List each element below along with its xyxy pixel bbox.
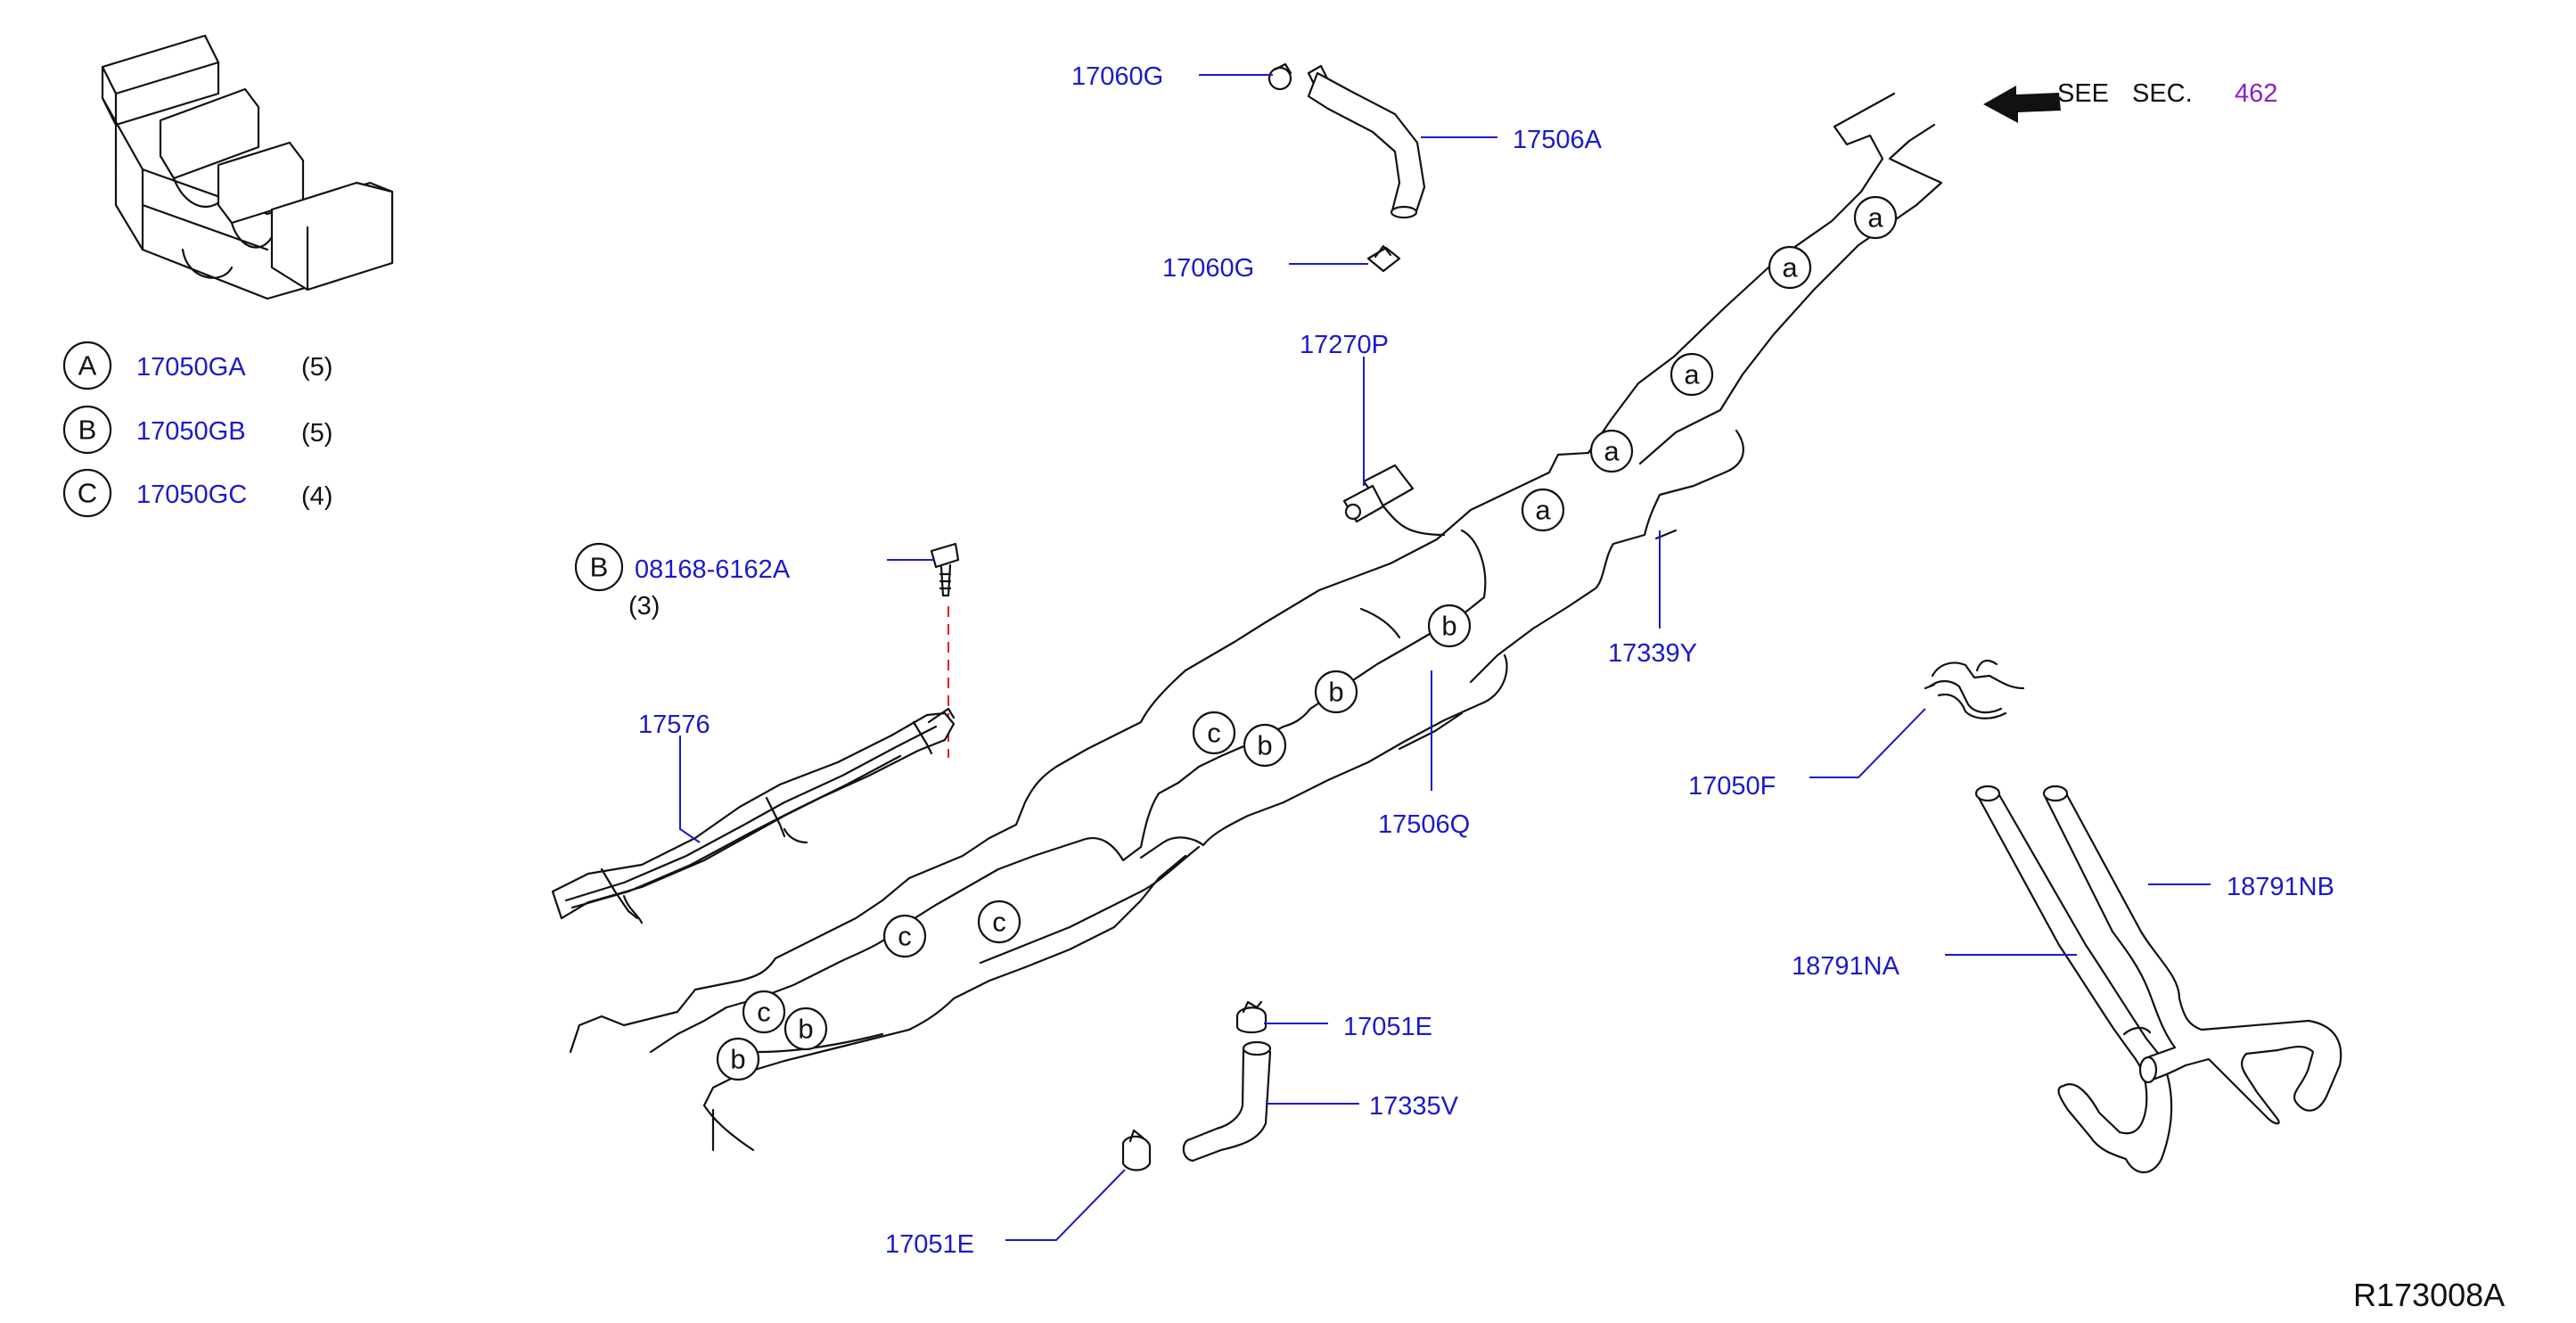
tube-clip-markers: a a a a a b b b b b c c c c (716, 195, 1898, 1081)
svg-text:a: a (1684, 359, 1700, 390)
svg-text:c: c (992, 907, 1006, 938)
clip-17051e-top (1235, 1007, 1267, 1034)
clip-assembly-illustration (101, 34, 394, 300)
label-17270p: 17270P (1300, 331, 1389, 359)
svg-text:c: c (1207, 718, 1221, 749)
clip-marker-c: c (1192, 711, 1236, 755)
label-17060g-lower: 17060G (1162, 254, 1254, 283)
label-17335v: 17335V (1369, 1092, 1459, 1121)
label-17051e-lower: 17051E (885, 1230, 974, 1259)
reference-arrow-icon (1983, 86, 2061, 123)
legend-qty-c: (4) (301, 482, 332, 511)
label-bolt-qty: (3) (628, 592, 660, 620)
clip-marker-a: a (1853, 195, 1898, 240)
sec-text: SEC. (2132, 79, 2193, 108)
legend-part-a: 17050GA (136, 353, 246, 382)
label-18791na: 18791NA (1792, 952, 1900, 981)
bracket-17576 (551, 707, 956, 924)
label-18791nb: 18791NB (2227, 873, 2334, 901)
hose-17335v (1182, 1044, 1272, 1163)
legend-part-b: 17050GB (136, 417, 246, 446)
label-17506a: 17506A (1513, 126, 1603, 154)
svg-text:b: b (798, 1014, 813, 1045)
legend-row-c: C 17050GC (4) (62, 468, 332, 518)
hose-17335v-assembly (1121, 1000, 1272, 1171)
label-17060g-top: 17060G (1071, 62, 1163, 91)
label-17506q: 17506Q (1378, 810, 1470, 839)
clip-marker-b: b (1243, 723, 1287, 768)
clip-marker-c: c (742, 990, 786, 1034)
svg-text:B: B (590, 552, 609, 583)
clip-marker-a: a (1768, 245, 1812, 290)
bolt-marker-b: B (574, 542, 624, 592)
main-tube-17339y (1389, 92, 1943, 684)
callout-labels: 17060G 17506A 17060G 17270P B 08168-6162… (574, 62, 2334, 1259)
hose-17506a (1307, 71, 1426, 216)
svg-text:b: b (1441, 611, 1456, 642)
clip-legend: A 17050GA (5) B 17050GB (5) C 17050GC (4… (62, 341, 332, 518)
legend-symbol-b (62, 405, 112, 455)
legend-part-c: 17050GC (136, 481, 247, 509)
drawing-code: R173008A (2353, 1277, 2505, 1313)
label-17050f: 17050F (1688, 772, 1776, 801)
clip-marker-b: b (1427, 604, 1472, 648)
clip-17060g-top-ring (1267, 66, 1292, 91)
clip-marker-c: c (882, 914, 927, 958)
hose-17506a-assembly (1267, 62, 1426, 273)
legend-symbol-b-letter: B (78, 415, 97, 446)
svg-text:a: a (1782, 252, 1798, 284)
clip-marker-a: a (1521, 488, 1565, 532)
clip-marker-b: b (783, 1007, 828, 1051)
clip-marker-a: a (1669, 352, 1714, 397)
svg-text:b: b (730, 1044, 745, 1075)
svg-text:a: a (1535, 495, 1551, 526)
clip-marker-b: b (1314, 670, 1358, 714)
label-17339y: 17339Y (1608, 639, 1697, 668)
hose-18791nb (2042, 785, 2342, 1125)
legend-qty-a: (5) (301, 353, 332, 382)
label-17576: 17576 (638, 711, 710, 739)
svg-text:b: b (1257, 730, 1272, 761)
legend-row-a: A 17050GA (5) (62, 341, 332, 390)
label-17051e-top: 17051E (1343, 1013, 1432, 1041)
legend-symbol-c (62, 468, 112, 518)
label-08168-6162a: 08168-6162A (635, 555, 791, 584)
legend-symbol-a-letter: A (78, 350, 97, 382)
legend-qty-b: (5) (301, 419, 332, 448)
svg-text:a: a (1604, 436, 1620, 467)
clip-marker-c: c (977, 900, 1021, 944)
leader-lines (679, 74, 2211, 1241)
clip-marker-a: a (1589, 429, 1634, 473)
section-number: 462 (2235, 79, 2277, 108)
clip-marker-b: b (716, 1037, 760, 1081)
svg-text:c: c (757, 997, 771, 1028)
legend-row-b: B 17050GB (5) (62, 405, 332, 455)
clip-17060g-lower (1366, 246, 1401, 273)
legend-symbol-a (62, 341, 112, 390)
clamp-17050f (1924, 659, 2025, 719)
legend-symbol-c-letter: C (78, 478, 97, 509)
see-text: SEE (2057, 79, 2109, 108)
connector-17270p (1342, 464, 1446, 537)
svg-text:a: a (1867, 202, 1883, 234)
svg-text:c: c (898, 921, 912, 952)
section-reference: SEE SEC. 462 (1983, 79, 2277, 123)
svg-text:b: b (1328, 677, 1343, 708)
clip-17051e-lower (1121, 1135, 1152, 1171)
